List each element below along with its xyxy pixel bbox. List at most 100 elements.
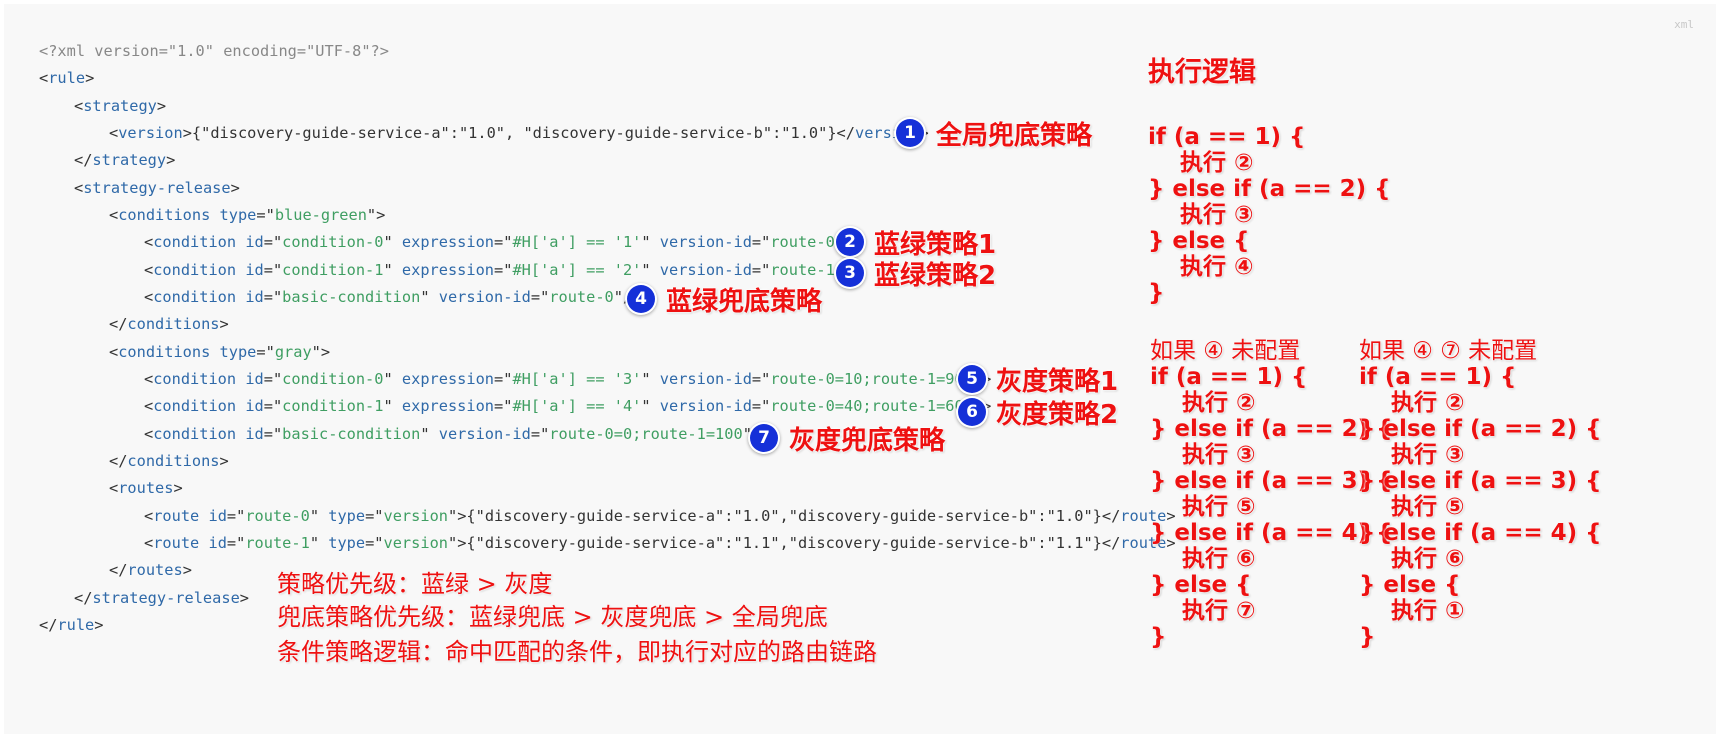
- attr-name: version-id: [429, 425, 531, 443]
- punct: ": [309, 507, 320, 525]
- number-badge: 4: [627, 285, 655, 313]
- punct: >: [919, 124, 929, 142]
- code-line-13: <condition id="condition-0" expression="…: [144, 369, 991, 389]
- punct: =": [530, 288, 550, 306]
- attr-name: id: [236, 425, 264, 443]
- punct: <: [109, 479, 119, 497]
- code-line-5: </strategy>: [74, 150, 175, 170]
- attr-name: id: [236, 397, 264, 415]
- logic-line: } else if (a == 3) {: [1150, 468, 1393, 494]
- punct: ": [641, 261, 651, 279]
- punct: =": [494, 397, 513, 415]
- punct: =": [226, 534, 246, 552]
- punct: </: [109, 315, 128, 333]
- tag-name: route: [153, 507, 200, 525]
- punct: ": [383, 233, 393, 251]
- logic-heading: 如果 ④ ⑦ 未配置: [1359, 338, 1538, 364]
- code-line-15: <condition id="basic-condition" version-…: [144, 424, 770, 444]
- punct: <: [144, 534, 154, 552]
- punct: ": [383, 397, 393, 415]
- logic-line: } else if (a == 2) {: [1148, 176, 1391, 202]
- tag-name: condition: [153, 370, 237, 388]
- logic-line: }: [1148, 280, 1165, 306]
- punct: =": [494, 370, 513, 388]
- tag-name: rule: [48, 69, 86, 87]
- attr-name: type: [319, 534, 366, 552]
- attr-value: blue-green: [274, 206, 367, 224]
- element-text: ">{"discovery-guide-service-a":"1.0","di…: [447, 507, 1121, 525]
- punct: =": [256, 206, 275, 224]
- punct: <: [144, 233, 154, 251]
- punct: <: [74, 179, 84, 197]
- attr-value: condition-0: [282, 370, 384, 388]
- tag-name: rule: [57, 616, 95, 634]
- code-line-7: <conditions type="blue-green">: [109, 205, 385, 225]
- logic-line: 执行 ②: [1359, 390, 1465, 416]
- punct: >: [230, 179, 240, 197]
- attr-value: route-0: [245, 507, 310, 525]
- attr-value: version: [383, 534, 448, 552]
- attr-value: basic-condition: [282, 288, 421, 306]
- code-line-4: <version>{"discovery-guide-service-a":"1…: [109, 123, 929, 143]
- annotation-label: 灰度兜底策略: [789, 426, 946, 456]
- attr-value: basic-condition: [282, 425, 421, 443]
- code-line-11: </conditions>: [109, 314, 229, 334]
- attr-name: id: [236, 233, 264, 251]
- tag-name: version: [118, 124, 183, 142]
- attr-value: #H['a'] == '4': [512, 397, 642, 415]
- code-panel: xml: [4, 4, 1716, 734]
- logic-line: 执行 ④: [1148, 254, 1254, 280]
- tag-name: condition: [153, 233, 237, 251]
- logic-line: } else if (a == 2) {: [1150, 416, 1393, 442]
- logic-heading: 如果 ④ 未配置: [1150, 338, 1301, 364]
- punct: >: [156, 97, 167, 115]
- punct: ": [420, 288, 430, 306]
- logic-line: 执行 ⑥: [1359, 546, 1465, 572]
- punct: >: [219, 452, 229, 470]
- punct: ": [383, 261, 393, 279]
- tag-name: conditions: [127, 452, 220, 470]
- logic-line: } else if (a == 2) {: [1359, 416, 1602, 442]
- attr-name: version-id: [650, 370, 752, 388]
- tag-name: strategy-release: [83, 179, 231, 197]
- punct: =": [751, 261, 771, 279]
- code-line-17: <routes>: [109, 478, 183, 498]
- attr-value: condition-1: [282, 261, 384, 279]
- code-line-1: <?xml version="1.0" encoding="UTF-8"?>: [39, 41, 389, 61]
- punct: =": [365, 507, 384, 525]
- logic-line: if (a == 1) {: [1150, 364, 1308, 390]
- logic-line: 执行 ⑤: [1150, 494, 1256, 520]
- tag-name: condition: [153, 261, 237, 279]
- tag-name: condition: [153, 288, 237, 306]
- element-text: ">{"discovery-guide-service-a":"1.1","di…: [447, 534, 1121, 552]
- tag-name: condition: [153, 397, 237, 415]
- punct: <: [144, 370, 154, 388]
- language-label: xml: [1674, 18, 1694, 31]
- code-line-3: <strategy>: [74, 96, 166, 116]
- punct: ">: [366, 206, 386, 224]
- punct: =": [263, 397, 283, 415]
- attr-value: #H['a'] == '2': [512, 261, 642, 279]
- logic-line: }: [1150, 624, 1167, 650]
- logic-line: 执行 ①: [1359, 598, 1465, 624]
- tag-name: route: [153, 534, 200, 552]
- punct: =": [494, 233, 513, 251]
- punct: =": [263, 288, 283, 306]
- attr-name: expression: [392, 261, 495, 279]
- logic-line: 执行 ②: [1150, 390, 1256, 416]
- fallback-priority-note: 兜底策略优先级：蓝绿兜底 > 灰度兜底 > 全局兜底: [277, 603, 828, 631]
- punct: =": [256, 343, 275, 361]
- logic-line: 执行 ③: [1148, 202, 1254, 228]
- punct: =": [494, 261, 513, 279]
- punct: ": [641, 370, 651, 388]
- punct: <: [109, 206, 119, 224]
- logic-line: }: [1359, 624, 1376, 650]
- logic-line: } else {: [1148, 228, 1250, 254]
- code-line-20: </routes>: [109, 560, 192, 580]
- logic-line: if (a == 1) {: [1148, 124, 1306, 150]
- attr-name: id: [199, 534, 227, 552]
- logic-title: 执行逻辑: [1148, 57, 1256, 88]
- punct: =": [263, 233, 283, 251]
- tag-name: conditions: [118, 343, 211, 361]
- punct: <: [144, 288, 154, 306]
